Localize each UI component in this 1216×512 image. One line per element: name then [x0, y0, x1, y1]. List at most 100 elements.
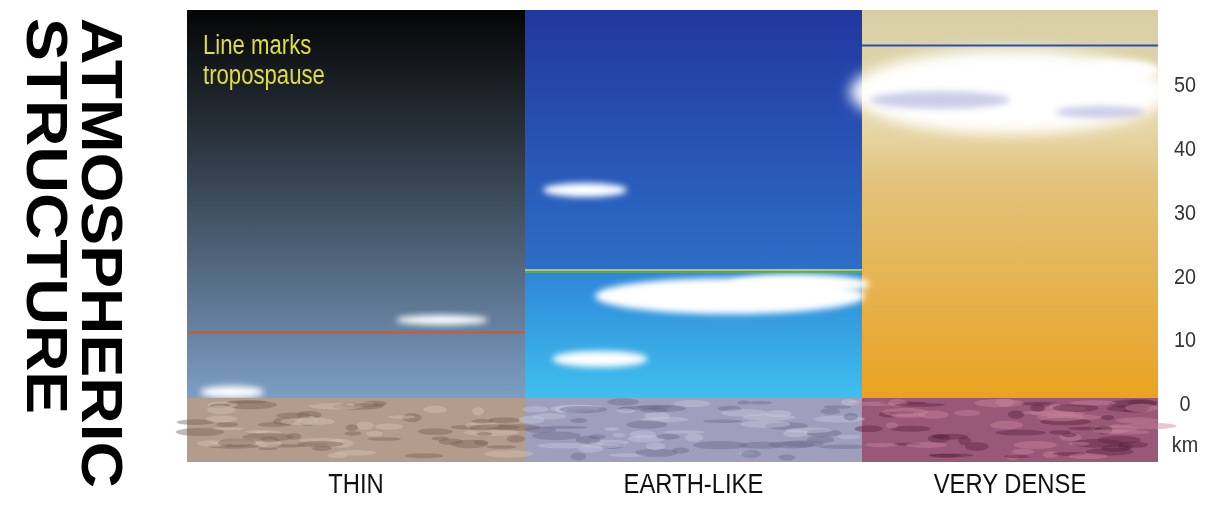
panel-label: THIN [212, 468, 499, 500]
ground-streak [895, 403, 946, 407]
thin-ground [187, 398, 525, 462]
ground-streak [663, 430, 705, 434]
ground-streak [737, 400, 750, 404]
ground-streak [227, 400, 266, 404]
earth-ground [525, 398, 862, 462]
ground-streak [344, 431, 361, 435]
ground-streak [532, 431, 581, 440]
ground-streak [742, 414, 795, 421]
ground-streak [287, 433, 302, 440]
ground-streak [537, 443, 590, 448]
altitude-tick: 20 [1167, 264, 1203, 290]
tropopause-line [525, 271, 862, 273]
ground-streak [216, 422, 238, 427]
tropopause-line [862, 45, 1158, 47]
ground-streak [995, 430, 1046, 436]
ground-streak [1094, 429, 1129, 433]
ground-streak [484, 450, 534, 457]
altitude-tick: 0 [1167, 391, 1203, 417]
ground-streak [1123, 423, 1177, 429]
ground-streak [1062, 433, 1077, 438]
ground-streak [357, 421, 374, 429]
ground-streak [1059, 433, 1081, 441]
ground-streak [629, 430, 656, 438]
ground-streak [607, 398, 639, 405]
ground-streak [657, 434, 680, 440]
ground-streak [507, 435, 526, 442]
ground-streak [367, 437, 401, 441]
ground-streak [974, 399, 1024, 407]
ground-streak [644, 412, 670, 421]
ground-streak [471, 419, 494, 423]
ground-streak [570, 418, 587, 423]
ground-streak [929, 454, 960, 458]
ground-streak [366, 431, 383, 436]
ground-streak [1012, 449, 1035, 455]
ground-streak [1014, 441, 1057, 449]
ground-streak [463, 429, 519, 436]
ground-streak [954, 410, 981, 416]
altitude-tick: 50 [1167, 72, 1203, 98]
ground-streak [1068, 453, 1107, 459]
ground-streak [1116, 417, 1159, 423]
ground-streak [685, 433, 703, 441]
ground-streak [280, 417, 335, 425]
ground-streak [626, 420, 667, 428]
dense-ground [862, 398, 1158, 462]
ground-streak [778, 455, 795, 461]
ground-streak [312, 446, 332, 451]
ground-streak [1008, 410, 1024, 418]
altitude-tick: 30 [1167, 200, 1203, 226]
ground-streak [469, 424, 519, 430]
ground-streak [703, 420, 743, 424]
ground-streak [646, 442, 665, 450]
ground-streak [928, 453, 973, 457]
ground-streak [1030, 404, 1045, 412]
earth-upper-sky [525, 10, 862, 272]
ground-streak [387, 415, 415, 418]
ground-streak [1037, 413, 1084, 421]
ground-texture [176, 398, 1177, 460]
ground-streak [589, 434, 606, 439]
ground-streak [559, 406, 607, 413]
altitude-tick: 40 [1167, 136, 1203, 162]
ground-streak [353, 403, 385, 407]
ground-streak [1070, 400, 1116, 405]
legend-note: Line marks tropospause [203, 30, 392, 90]
atmosphere-panel: EARTH-LIKE [525, 0, 862, 462]
ground-streak [882, 408, 929, 417]
ground-streak [472, 407, 484, 415]
ground-streak [906, 442, 947, 448]
panel-label: EARTH-LIKE [550, 468, 836, 500]
ground-streak [739, 442, 783, 449]
ground-streak [741, 450, 761, 458]
ground-streak [820, 408, 840, 414]
ground-streak [965, 442, 989, 450]
altitude-tick: 10 [1167, 327, 1203, 353]
ground-streak [613, 433, 625, 437]
ground-streak [423, 406, 447, 414]
ground-streak [489, 417, 520, 423]
ground-streak [604, 427, 619, 431]
ground-streak [1101, 415, 1114, 420]
ground-streak [206, 416, 237, 423]
ground-streak [1125, 404, 1158, 412]
ground-streak [838, 435, 861, 439]
ground-streak [374, 423, 403, 429]
atmosphere-panel: VERY DENSE [862, 0, 1158, 462]
ground-streak [995, 399, 1014, 407]
ground-streak [740, 421, 790, 428]
ground-streak [886, 422, 899, 428]
ground-streak [523, 406, 549, 412]
ground-streak [648, 405, 685, 412]
ground-streak [1004, 455, 1029, 459]
ground-streak [855, 426, 883, 432]
thin-sky [187, 10, 525, 398]
ground-streak [335, 450, 377, 456]
ground-streak [824, 405, 852, 408]
ground-streak [1118, 442, 1148, 448]
ground-streak [213, 427, 243, 430]
ground-streak [749, 401, 772, 405]
ground-streak [405, 453, 444, 458]
